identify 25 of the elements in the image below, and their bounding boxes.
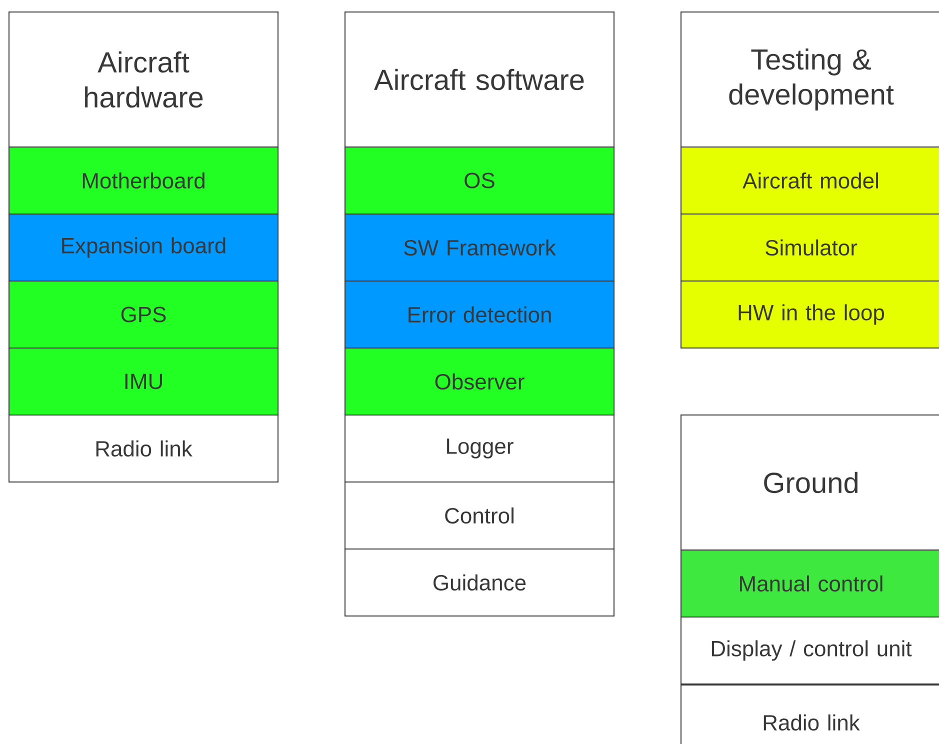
column-header: Aircraft hardware — [8, 12, 278, 148]
component-box: IMU — [8, 348, 278, 416]
component-box: SW Framework — [344, 214, 614, 282]
component-box: Motherboard — [8, 146, 278, 214]
component-box: OS — [344, 146, 614, 214]
component-box: Radio link — [680, 684, 939, 744]
component-box: Manual control — [680, 550, 939, 618]
component-box: Logger — [344, 414, 614, 482]
component-box: Guidance — [344, 548, 614, 616]
node-label: Simulator — [766, 239, 858, 256]
column-header: Ground — [680, 414, 939, 550]
component-box: HW in the loop — [680, 280, 939, 348]
node-label: Aircraft model — [742, 172, 878, 189]
component-box: Observer — [344, 348, 614, 416]
component-box: Aircraft model — [680, 146, 939, 214]
component-box: GPS — [8, 280, 278, 348]
component-box: Control — [344, 482, 614, 550]
component-box: Display / control unit — [680, 616, 939, 684]
component-box: Error detection — [344, 280, 614, 348]
column-header: Aircraft software — [344, 12, 614, 148]
column-header: Testing & development — [680, 12, 939, 148]
node-label: HW in the loop — [738, 304, 884, 325]
component-box: Simulator — [680, 214, 939, 282]
component-box: Radio link — [8, 414, 278, 482]
component-box: Expansion board — [8, 214, 278, 282]
